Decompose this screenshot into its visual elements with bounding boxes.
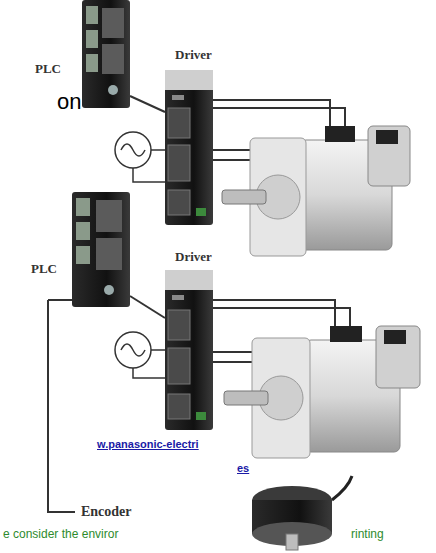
cropped-heading: on: [56, 90, 82, 114]
plc-unit: [82, 0, 130, 108]
footer-note: e consider the enviror: [2, 528, 119, 541]
wire: [130, 296, 165, 318]
encoder: [252, 476, 352, 550]
servo-motor: [222, 126, 410, 256]
servo-motor: [224, 326, 420, 458]
web-address: w.panasonic-electri: [96, 438, 200, 450]
encoder-cable: [48, 300, 75, 512]
plc-unit: [72, 192, 130, 307]
footer-note: rinting: [350, 528, 385, 541]
part-name: Driver: [174, 250, 213, 264]
servo-driver: [165, 70, 213, 225]
ac-source-symbol: [115, 332, 165, 378]
wire: [130, 96, 165, 112]
part-name: Driver: [174, 48, 213, 62]
part-name: Encoder: [80, 504, 133, 519]
part-name: PLC: [34, 62, 62, 76]
ac-source-symbol: [115, 132, 165, 182]
part-name: PLC: [30, 262, 58, 276]
web-address: es: [236, 462, 250, 474]
servo-driver: [165, 270, 213, 430]
